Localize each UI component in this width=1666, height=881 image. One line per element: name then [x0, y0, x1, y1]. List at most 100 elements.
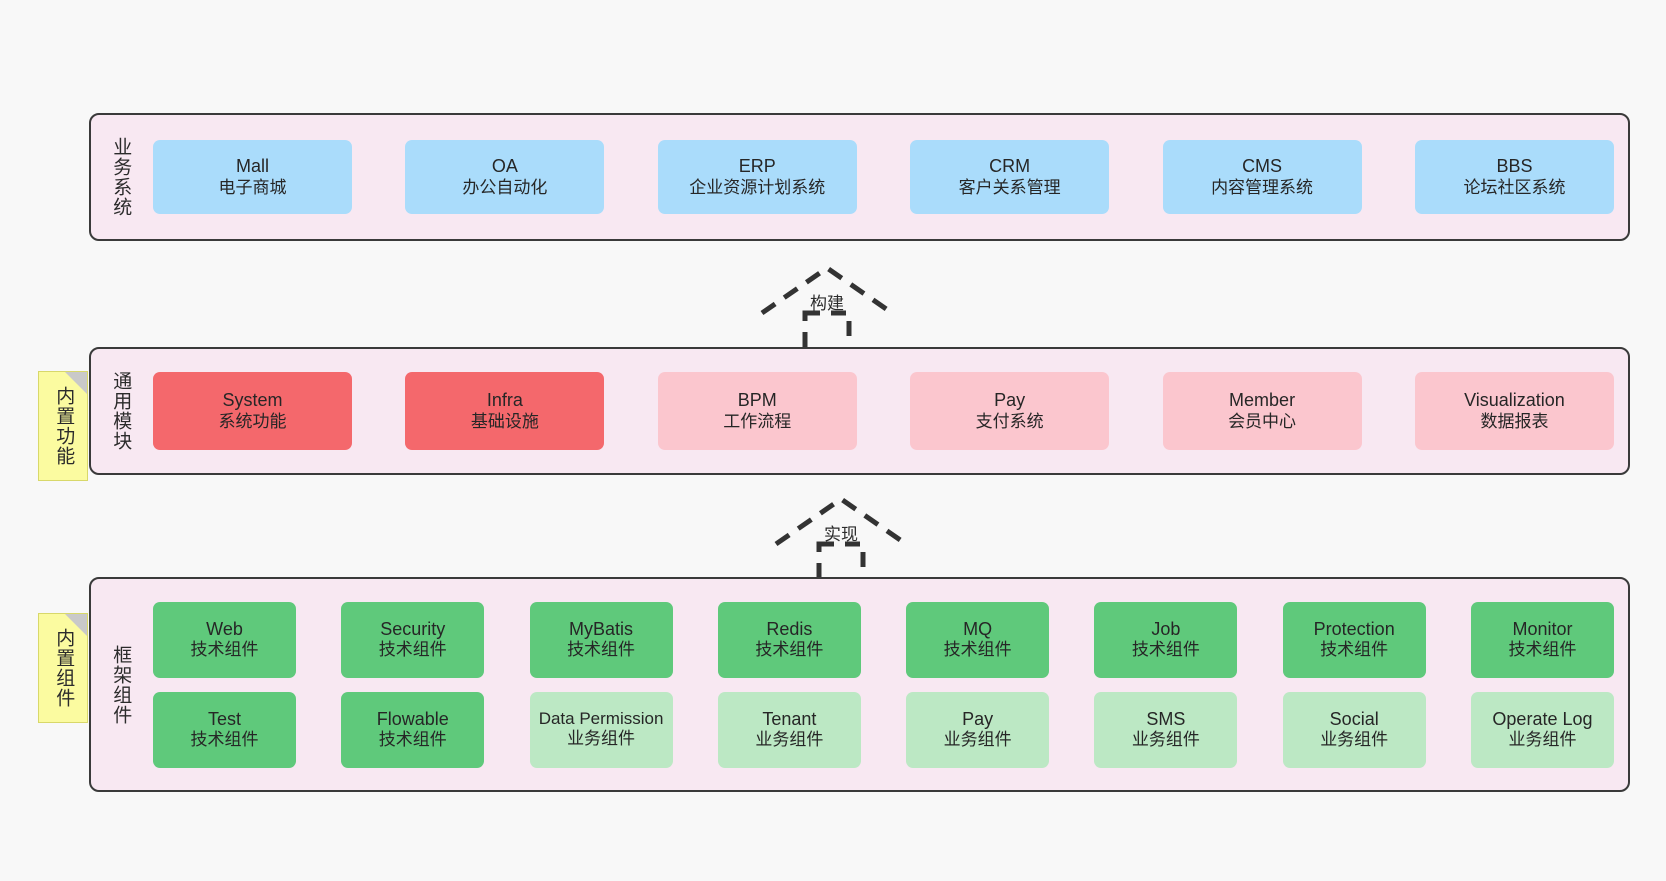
node-title-cn: 技术组件: [190, 730, 259, 750]
node-system[interactable]: System 系统功能: [153, 372, 352, 450]
node-title-en: Redis: [766, 618, 813, 639]
layer-business-systems-body: Mall 电子商城 OA 办公自动化 ERP 企业资源计划系统 CRM 客户关系…: [137, 115, 1628, 239]
node-row: System 系统功能 Infra 基础设施 BPM 工作流程 Pay 支付系统…: [153, 372, 1614, 450]
node-title-cn: 技术组件: [378, 730, 447, 750]
layer-common-modules: 通用模块 System 系统功能 Infra 基础设施 BPM 工作流程 Pay…: [89, 347, 1630, 475]
node-cms[interactable]: CMS 内容管理系统: [1162, 140, 1362, 214]
node-flowable[interactable]: Flowable 技术组件: [341, 691, 485, 768]
note-builtin-features: 内置功能: [38, 371, 88, 481]
page-fold-icon: [65, 372, 87, 394]
node-mall[interactable]: Mall 电子商城: [153, 140, 352, 214]
layer-business-systems: 业务系统 Mall 电子商城 OA 办公自动化 ERP 企业资源计划系统 CRM…: [89, 113, 1630, 241]
node-title-cn: 办公自动化: [462, 177, 548, 197]
node-pay-module[interactable]: Pay 支付系统: [910, 372, 1110, 450]
note-builtin-components-label: 内置组件: [53, 628, 75, 708]
node-title-en: Security: [380, 618, 446, 639]
node-title-cn: 企业资源计划系统: [689, 177, 826, 197]
node-operate-log[interactable]: Operate Log 业务组件: [1470, 691, 1614, 768]
node-title-cn: 技术组件: [567, 640, 636, 660]
connector-implement: 实现: [771, 494, 911, 584]
node-title-en: Monitor: [1512, 618, 1573, 639]
node-visualization[interactable]: Visualization 数据报表: [1414, 372, 1614, 450]
node-bpm[interactable]: BPM 工作流程: [657, 372, 857, 450]
node-title-cn: 论坛社区系统: [1463, 177, 1566, 197]
node-title-en: System: [222, 390, 283, 410]
node-crm[interactable]: CRM 客户关系管理: [910, 140, 1110, 214]
node-title-cn: 业务组件: [567, 729, 636, 749]
node-title-cn: 业务组件: [943, 730, 1012, 750]
node-row: Test 技术组件 Flowable 技术组件 Data Permission …: [153, 691, 1614, 768]
node-oa[interactable]: OA 办公自动化: [405, 140, 605, 214]
node-title-cn: 支付系统: [975, 411, 1044, 431]
node-monitor[interactable]: Monitor 技术组件: [1470, 601, 1614, 678]
node-security[interactable]: Security 技术组件: [341, 601, 485, 678]
node-title-en: ERP: [738, 156, 776, 176]
node-row: Mall 电子商城 OA 办公自动化 ERP 企业资源计划系统 CRM 客户关系…: [153, 140, 1614, 214]
note-builtin-features-label: 内置功能: [53, 386, 75, 466]
node-title-en: MQ: [963, 618, 993, 639]
node-title-cn: 业务组件: [1131, 730, 1200, 750]
node-title-en: Operate Log: [1492, 708, 1593, 729]
node-tenant[interactable]: Tenant 业务组件: [717, 691, 861, 768]
node-title-en: Job: [1151, 618, 1181, 639]
node-title-en: Data Permission: [538, 709, 664, 729]
layer-framework-components-title: 框架组件: [110, 644, 132, 725]
node-title-cn: 业务组件: [1508, 730, 1577, 750]
node-title-en: OA: [491, 156, 518, 176]
node-infra[interactable]: Infra 基础设施: [405, 372, 605, 450]
page-fold-icon: [65, 614, 87, 636]
node-bbs[interactable]: BBS 论坛社区系统: [1414, 140, 1614, 214]
node-title-en: Visualization: [1464, 390, 1565, 410]
node-title-cn: 基础设施: [470, 411, 539, 431]
node-title-cn: 技术组件: [378, 640, 447, 660]
node-redis[interactable]: Redis 技术组件: [717, 601, 861, 678]
node-mq[interactable]: MQ 技术组件: [906, 601, 1050, 678]
node-title-en: Social: [1329, 708, 1379, 729]
node-title-cn: 内容管理系统: [1211, 177, 1314, 197]
node-title-en: Tenant: [762, 708, 817, 729]
node-title-en: Member: [1229, 390, 1296, 410]
node-title-cn: 技术组件: [190, 640, 259, 660]
node-job[interactable]: Job 技术组件: [1094, 601, 1238, 678]
node-test[interactable]: Test 技术组件: [153, 691, 296, 768]
node-title-cn: 客户关系管理: [958, 177, 1061, 197]
node-row: Web 技术组件 Security 技术组件 MyBatis 技术组件 Redi…: [153, 601, 1614, 678]
node-title-en: Web: [206, 618, 243, 639]
connector-implement-label: 实现: [824, 525, 858, 544]
node-title-en: Infra: [486, 390, 523, 410]
node-data-permission[interactable]: Data Permission 业务组件: [529, 691, 673, 768]
node-title-en: MyBatis: [569, 618, 634, 639]
node-title-cn: 电子商城: [218, 177, 287, 197]
node-title-cn: 工作流程: [723, 411, 792, 431]
node-title-cn: 系统功能: [218, 411, 287, 431]
layer-common-modules-title: 通用模块: [110, 371, 132, 451]
connector-build: 构建: [757, 263, 897, 353]
layer-framework-components: 框架组件 Web 技术组件 Security 技术组件 MyBatis 技术组件…: [89, 577, 1630, 792]
node-title-cn: 技术组件: [1131, 640, 1200, 660]
node-mybatis[interactable]: MyBatis 技术组件: [529, 601, 673, 678]
node-member[interactable]: Member 会员中心: [1162, 372, 1362, 450]
node-title-cn: 技术组件: [755, 640, 824, 660]
node-pay-component[interactable]: Pay 业务组件: [906, 691, 1050, 768]
layer-framework-components-body: Web 技术组件 Security 技术组件 MyBatis 技术组件 Redi…: [137, 579, 1628, 790]
node-title-en: SMS: [1146, 708, 1186, 729]
node-sms[interactable]: SMS 业务组件: [1094, 691, 1238, 768]
node-web[interactable]: Web 技术组件: [153, 601, 296, 678]
node-title-en: Test: [207, 708, 241, 729]
node-erp[interactable]: ERP 企业资源计划系统: [657, 140, 857, 214]
node-social[interactable]: Social 业务组件: [1282, 691, 1426, 768]
node-title-en: Protection: [1313, 618, 1395, 639]
node-title-en: CRM: [989, 156, 1031, 176]
node-title-cn: 业务组件: [1320, 730, 1389, 750]
node-title-en: Pay: [962, 708, 994, 729]
node-protection[interactable]: Protection 技术组件: [1282, 601, 1426, 678]
layer-business-systems-title: 业务系统: [110, 137, 132, 217]
node-title-cn: 数据报表: [1480, 411, 1549, 431]
node-title-cn: 技术组件: [943, 640, 1012, 660]
layer-common-modules-body: System 系统功能 Infra 基础设施 BPM 工作流程 Pay 支付系统…: [137, 349, 1628, 473]
node-title-en: Flowable: [376, 708, 449, 729]
node-title-en: Pay: [994, 390, 1026, 410]
node-title-cn: 业务组件: [755, 730, 824, 750]
node-title-cn: 技术组件: [1320, 640, 1389, 660]
